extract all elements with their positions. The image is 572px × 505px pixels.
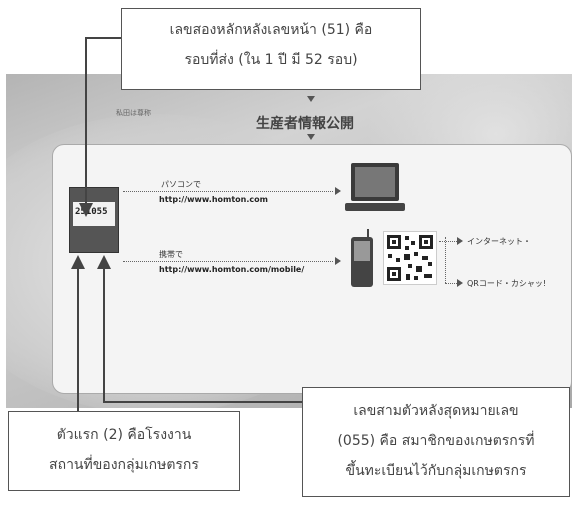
callout-line: เลขสองหลักหลังเลขหน้า (51) คือ bbox=[169, 22, 373, 38]
callout-line: (055) คือ สมาชิกของเกษตรกรที่ bbox=[337, 433, 535, 449]
down-arrow-icon bbox=[307, 134, 315, 140]
computer-monitor-icon bbox=[351, 163, 399, 201]
callout-factory: ตัวแรก (2) คือโรงงาน สถานที่ของกลุ่มเกษต… bbox=[8, 411, 240, 491]
pc-label: パソコンで bbox=[161, 180, 201, 189]
monitor-base bbox=[345, 203, 405, 211]
pc-url[interactable]: http://www.homton.com bbox=[159, 195, 268, 204]
down-arrow-icon bbox=[307, 96, 315, 102]
arrow-right-icon bbox=[457, 237, 463, 245]
mobile-label: 携帯で bbox=[159, 250, 183, 259]
arrow-right-icon bbox=[335, 257, 341, 265]
callout-line: รอบที่ส่ง (ใน 1 ปี มี 52 รอบ) bbox=[184, 52, 358, 68]
option-internet: インターネット・ bbox=[467, 237, 531, 246]
arrow-right-icon bbox=[335, 187, 341, 195]
info-panel: 251055 パソコンで http://www.homton.com 携帯で h… bbox=[52, 144, 572, 394]
mobile-phone-icon bbox=[351, 229, 373, 287]
callout-line: ขึ้นทะเบียนไว้กับกลุ่มเกษตรกร bbox=[345, 463, 527, 479]
mobile-url[interactable]: http://www.homton.com/mobile/ bbox=[159, 265, 305, 274]
option-line bbox=[445, 283, 457, 284]
options-connector bbox=[445, 237, 446, 283]
figure-small-note: 私田は尊称 bbox=[116, 109, 151, 117]
callout-line: สถานที่ของกลุ่มเกษตรกร bbox=[49, 457, 199, 473]
callout-line: ตัวแรก (2) คือโรงงาน bbox=[56, 427, 192, 443]
callout-member: เลขสามตัวหลังสุดหมายเลข (055) คือ สมาชิก… bbox=[302, 387, 570, 497]
callout-line: เลขสามตัวหลังสุดหมายเลข bbox=[353, 403, 519, 419]
figure-heading: 生産者情報公開 bbox=[256, 116, 354, 132]
traceability-photo: 私田は尊称 生産者情報公開 251055 パソコンで http://www.ho… bbox=[6, 74, 572, 408]
pc-route-line bbox=[123, 191, 333, 192]
qr-code-icon bbox=[383, 231, 437, 285]
option-line bbox=[439, 241, 457, 242]
arrow-to-member-digits bbox=[97, 255, 302, 403]
option-qr: QRコード・カシャッ! bbox=[467, 279, 547, 288]
arrow-right-icon bbox=[457, 279, 463, 287]
mobile-route-line bbox=[123, 261, 333, 262]
callout-round-number: เลขสองหลักหลังเลขหน้า (51) คือ รอบที่ส่ง… bbox=[121, 8, 421, 90]
